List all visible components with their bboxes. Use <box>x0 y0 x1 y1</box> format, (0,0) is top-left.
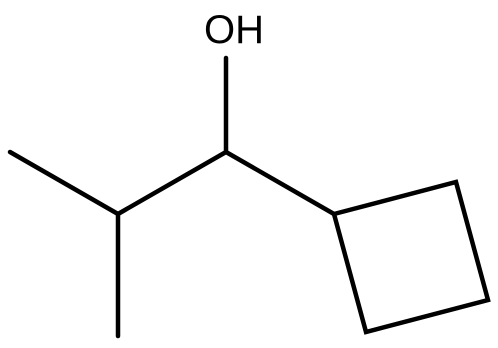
bond-ch-to-carbinol <box>115 149 229 217</box>
hydroxyl-label: OH <box>204 8 264 52</box>
bond-carbinol-to-cyclobutyl <box>223 149 337 217</box>
bond-methyl-left-to-ch <box>7 149 121 217</box>
cyclobutane-ring <box>331 179 491 335</box>
